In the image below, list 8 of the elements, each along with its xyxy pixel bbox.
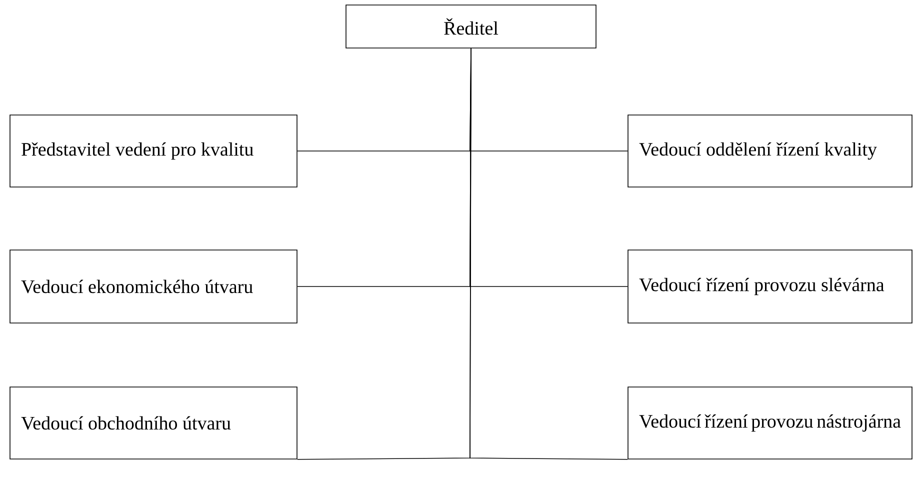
org-box: Ředitel [346, 4, 596, 48]
org-box: Vedoucí oddělení řízení kvality [628, 114, 912, 188]
org-box: Vedoucí ekonomického útvaru [10, 250, 298, 324]
org-box: Vedoucí obchodního útvaru [10, 386, 298, 460]
org-box: Vedoucí řízení provozu slévárna [628, 250, 912, 324]
org-box: Vedoucí řízení provozu nástrojárna [628, 386, 912, 460]
org-box: Představitel vedení pro kvalitu [10, 114, 298, 188]
connector-line [470, 48, 628, 460]
